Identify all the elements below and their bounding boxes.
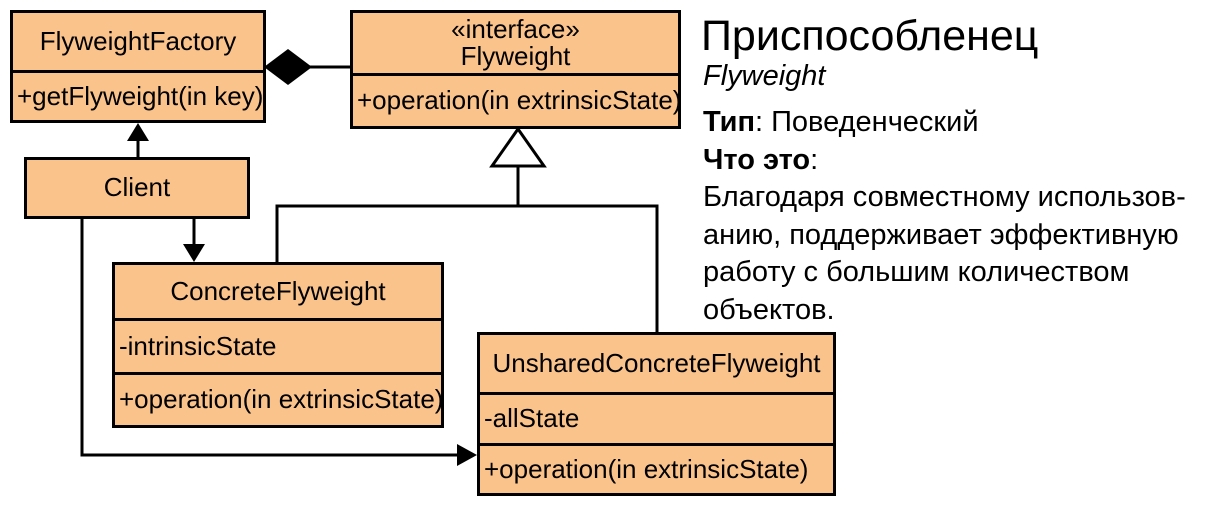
class-name-label: FlyweightFactory [39,25,237,56]
method-label: +operation(in extrinsicState) [357,85,678,116]
pattern-title: Приспособленец [701,12,1039,60]
method-label: +operation(in extrinsicState) [119,384,441,415]
description-line: Благодаря совместному использов- [703,181,1186,213]
attribute-label: -allState [484,403,580,434]
what-colon: : [810,143,819,176]
class-box-unshared-concrete-flyweight: UnsharedConcreteFlyweight -allState +ope… [477,332,836,496]
class-name-label: Client [103,172,171,203]
class-method: +operation(in extrinsicState) [353,73,678,126]
class-name-label: ConcreteFlyweight [170,275,386,306]
method-label: +operation(in extrinsicState) [484,453,809,484]
type-label: Тип [703,106,755,138]
pattern-info: Тип: Поведенческий Что это: Благодаря со… [703,104,1186,329]
attribute-label: -intrinsicState [119,330,277,361]
class-name: «interface» Flyweight [353,13,678,73]
class-name: UnsharedConcreteFlyweight [480,335,833,392]
generalization-triangle-icon [489,126,547,168]
description-line: объектов. [703,293,835,326]
pattern-type-line: Тип: Поведенческий [703,104,1186,142]
class-method: +operation(in extrinsicState) [480,443,833,493]
description-line: работу с большим количеством [703,256,1130,288]
class-attribute: -intrinsicState [115,318,441,372]
class-box-concrete-flyweight: ConcreteFlyweight -intrinsicState +opera… [112,262,444,428]
class-box-client: Client [24,157,250,219]
class-attribute: -allState [480,392,833,443]
class-method: +operation(in extrinsicState) [115,372,441,425]
class-name: ConcreteFlyweight [115,265,441,318]
stereotype-label: «interface» [451,13,580,44]
description-line: анию, поддерживает эффективную [703,218,1179,251]
client-unshared-arrowhead-icon [457,444,477,466]
type-value: : Поведенческий [754,106,979,138]
class-name: Client [27,160,247,216]
client-unshared-line [80,219,459,457]
client-concrete-arrowhead-icon [183,244,205,262]
class-name-label: Flyweight [460,41,571,71]
pattern-what-line: Что это: [703,142,1186,180]
class-method: +getFlyweight(in key) [13,70,263,120]
class-box-flyweight-factory: FlyweightFactory +getFlyweight(in key) [10,10,266,123]
client-factory-arrowhead-icon [127,123,149,141]
aggregation-diamond-icon [264,49,312,85]
class-name: FlyweightFactory [13,13,263,70]
generalization-branch-line [275,204,659,332]
class-name-label: UnsharedConcreteFlyweight [492,347,821,378]
method-label: +getFlyweight(in key) [17,80,263,111]
what-label: Что это [703,143,811,176]
class-box-flyweight-interface: «interface» Flyweight +operation(in extr… [350,10,681,129]
pattern-subtitle: Flyweight [703,60,826,92]
